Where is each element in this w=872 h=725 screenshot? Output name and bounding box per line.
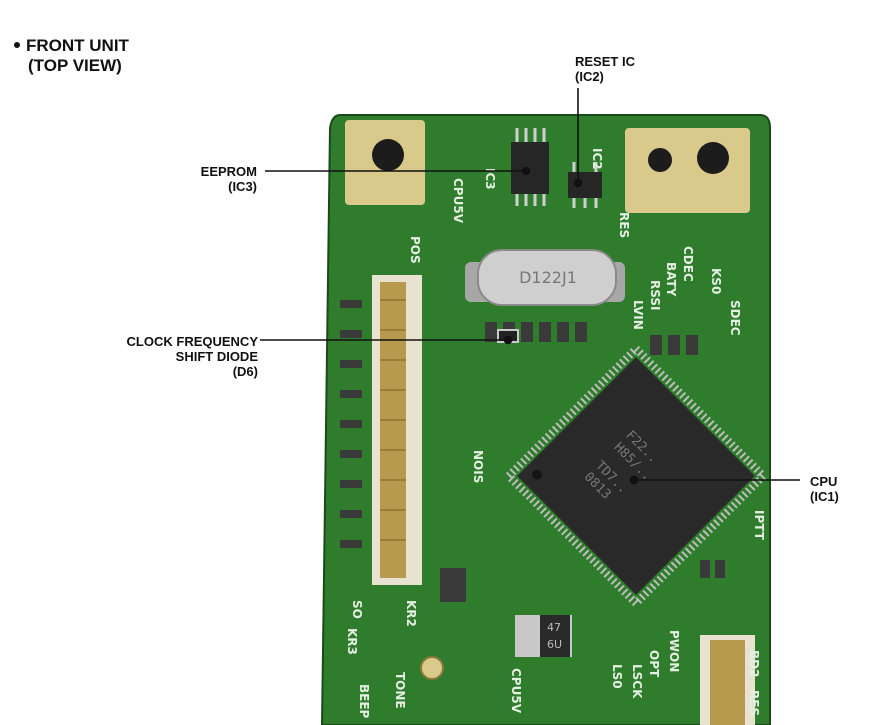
mounting-hole-right-b xyxy=(697,142,729,174)
diagram-heading: FRONT UNIT (TOP VIEW) xyxy=(14,36,129,76)
callout-eeprom: EEPROM (IC3) xyxy=(201,164,257,194)
crystal-oscillator: D122J1 xyxy=(465,249,625,306)
leader-lines xyxy=(260,88,800,485)
cpu-ref: (IC1) xyxy=(810,489,839,504)
cpu-chip: F22.. H85/.. TD7.. 0813 xyxy=(503,343,769,609)
callout-reset-ic: RESET IC (IC2) xyxy=(575,54,635,84)
silk-nois: NOIS xyxy=(471,450,485,483)
crystal-marking: D122J1 xyxy=(519,268,577,287)
eeprom-name: EEPROM xyxy=(200,164,257,179)
silk-baty: BATY xyxy=(664,262,678,297)
cap-marking-1: 47 xyxy=(547,621,561,634)
silk-beep: BEEP xyxy=(357,684,371,719)
reset-ic-chip xyxy=(568,162,602,208)
bullet-icon xyxy=(14,41,20,48)
reset-ic-name: RESET IC xyxy=(575,54,635,69)
silk-opt: OPT xyxy=(647,650,661,678)
silk-ic2: IC2 xyxy=(590,148,604,170)
silk-ls0: LS0 xyxy=(610,664,624,689)
silk-rssi: RSSI xyxy=(648,280,662,310)
silk-ks0: KS0 xyxy=(709,268,723,294)
silk-kr2: KR2 xyxy=(404,600,418,627)
eeprom-chip xyxy=(511,128,549,206)
silk-cdec: CDEC xyxy=(681,246,695,282)
silk-lsck: LSCK xyxy=(630,664,644,699)
callout-cpu: CPU (IC1) xyxy=(810,474,839,504)
silk-ic3: IC3 xyxy=(483,168,497,190)
mounting-hole-right-a xyxy=(648,148,672,172)
mounting-hole-left xyxy=(372,139,404,171)
heading-line2: (TOP VIEW) xyxy=(28,56,122,75)
silk-so: SO xyxy=(350,600,364,619)
buzzer-pad xyxy=(420,656,444,680)
silk-res2: RES xyxy=(747,690,761,716)
silk-tone: TONE xyxy=(393,672,407,709)
cpu-name: CPU xyxy=(810,474,838,489)
heading-line1: FRONT UNIT xyxy=(26,36,129,55)
silk-pos: POS xyxy=(408,236,422,264)
tantalum-capacitor: 47 6U xyxy=(515,615,572,657)
eeprom-ref: (IC3) xyxy=(228,179,257,194)
callout-clock: CLOCK FREQUENCY SHIFT DIODE (D6) xyxy=(127,334,258,379)
clock-line2: SHIFT DIODE xyxy=(175,349,258,364)
silk-sdec: SDEC xyxy=(728,300,742,336)
silk-bd2: BD2 xyxy=(747,650,761,677)
flex-connector xyxy=(372,275,422,585)
mounting-pad-right xyxy=(625,128,750,213)
silk-pwon: PWON xyxy=(667,630,681,672)
silk-iptt: IPTT xyxy=(752,510,766,541)
silk-cpu5v-b: CPU5V xyxy=(509,668,523,714)
reset-ic-ref: (IC2) xyxy=(575,69,604,84)
clock-ref: (D6) xyxy=(232,364,258,379)
cap-marking-2: 6U xyxy=(547,638,562,651)
silk-res: RES xyxy=(617,212,631,238)
silk-cpu5v: CPU5V xyxy=(451,178,465,224)
smd-components xyxy=(340,300,725,602)
clock-line1: CLOCK FREQUENCY xyxy=(126,334,258,349)
silk-kr3: KR3 xyxy=(345,628,359,655)
silk-lvin: LVIN xyxy=(631,300,645,330)
